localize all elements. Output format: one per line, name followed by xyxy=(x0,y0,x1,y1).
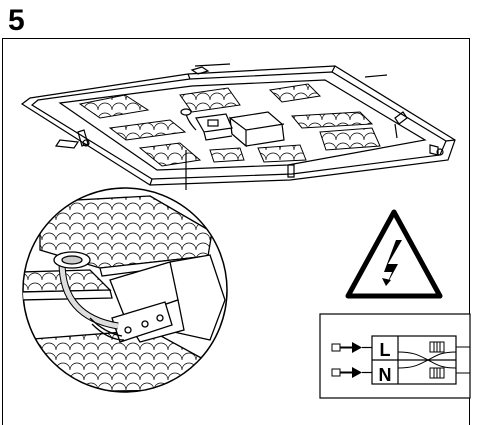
wire-connector-icon xyxy=(429,341,470,353)
terminal-label-neutral: N xyxy=(379,365,392,385)
arrow-right-icon xyxy=(331,342,372,353)
step-frame xyxy=(2,38,470,425)
detail-magnifier xyxy=(22,187,228,393)
step-number: 5 xyxy=(8,4,25,37)
terminal-label-live: L xyxy=(380,340,391,360)
ceiling-lamp-frame xyxy=(20,63,456,186)
arrow-right-icon xyxy=(331,367,372,378)
led-panels xyxy=(78,83,381,167)
high-voltage-warning-icon xyxy=(345,209,443,299)
wire-connector-icon xyxy=(429,367,470,379)
wiring-diagram: L N xyxy=(319,313,471,399)
driver-box xyxy=(180,108,285,190)
